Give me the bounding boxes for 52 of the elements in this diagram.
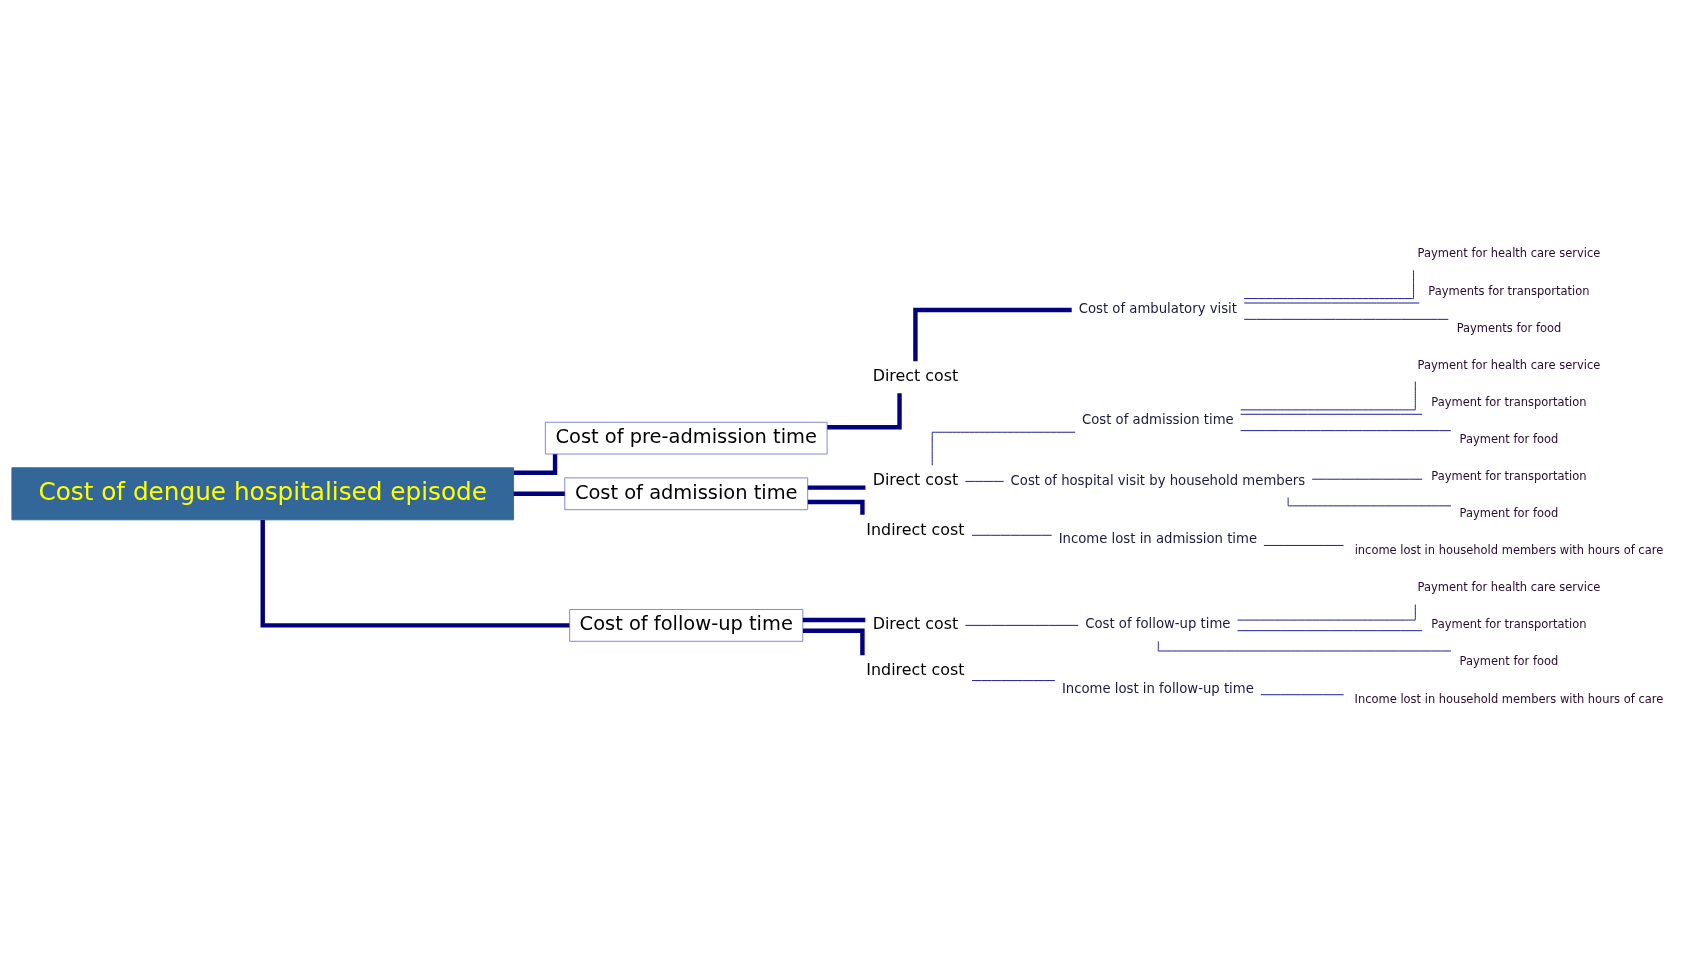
connector [964,481,1005,482]
connector [260,520,570,628]
node-text: Payment for health care service [1417,246,1601,261]
connector [1243,269,1414,300]
node-text: Payment for health care service [1417,357,1601,372]
node-text: Direct cost [872,366,959,386]
node-text: Payment for transportation [1431,617,1587,632]
connector [1287,497,1452,507]
node-box: Cost of dengue hospitalised episode [11,467,514,521]
connector [513,454,558,475]
node-text: Cost of follow-up time [1085,616,1231,632]
node-text: Payment for food [1459,431,1559,446]
node-text: Cost of ambulatory visit [1078,301,1237,317]
node-text: Payments for transportation [1428,283,1590,298]
node-text: Payment for food [1459,654,1559,669]
node-box: Cost of pre-admission time [544,421,828,455]
node-text: Direct cost [872,614,959,634]
connector [913,307,1072,362]
connector [807,485,866,490]
connector [1240,413,1423,415]
node-text: Income lost in admission time [1058,530,1258,546]
connector [931,431,1076,466]
connector [1243,318,1449,320]
node-box: Cost of admission time [564,477,809,511]
node-text: Payment for health care service [1417,580,1601,595]
connector [1240,430,1452,432]
node-text: Income lost in household members with hours of care [1354,691,1664,706]
node-text: income lost in household members with hours of care [1354,543,1664,558]
node-box: Cost of follow-up time [569,609,804,642]
connector [1263,545,1344,546]
connector [1237,604,1416,621]
connector [971,680,1056,682]
connector [964,624,1079,626]
node-text: Payment for food [1459,506,1559,521]
connector [1237,630,1423,632]
connector [807,499,865,515]
connector [802,617,866,623]
node-text: Cost of hospital visit by household members [1010,472,1306,488]
connector [1260,694,1345,696]
node-text: Payment for transportation [1431,469,1587,483]
connector [1240,381,1416,411]
node-text: Direct cost [872,470,959,490]
node-text: Indirect cost [866,519,965,539]
node-text: Payments for food [1456,320,1562,335]
connector [827,393,902,430]
node-text: Cost of admission time [1082,412,1234,428]
connector [803,628,865,656]
connector [513,491,565,496]
connector [971,534,1053,536]
node-text: Income lost in follow-up time [1061,680,1254,696]
node-text: Indirect cost [866,660,965,680]
node-text: Payment for transportation [1431,394,1587,409]
